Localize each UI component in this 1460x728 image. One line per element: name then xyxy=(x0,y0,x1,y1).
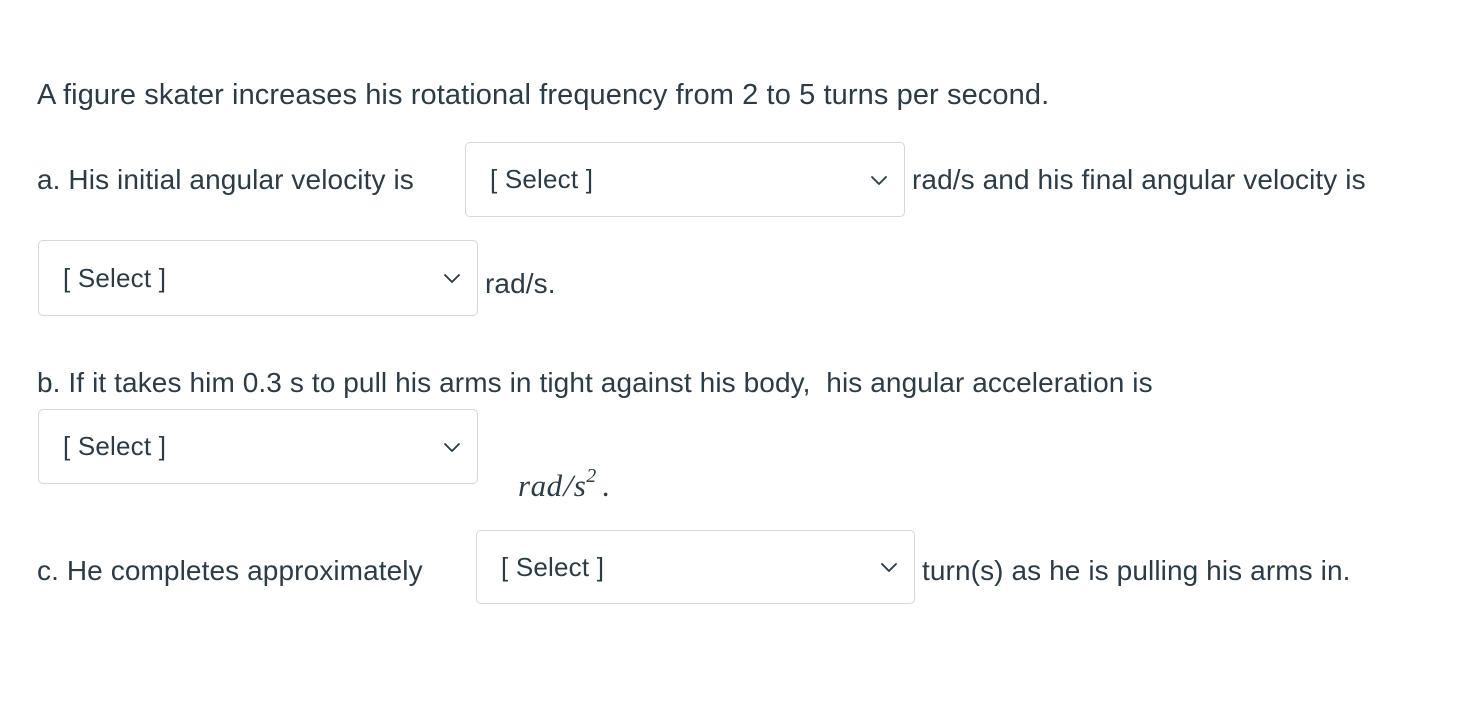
part-c-select-value: [ Select ] xyxy=(501,551,605,582)
math-rad: rad xyxy=(518,468,563,503)
part-c-after-text: turn(s) as he is pulling his arms in. xyxy=(922,555,1351,586)
part-b-text-before: b. If it takes him 0.3 s to pull his arm… xyxy=(37,366,1153,400)
chevron-down-icon xyxy=(878,556,900,578)
part-a-text-before: a. His initial angular velocity is xyxy=(37,163,414,197)
part-a-select-final-value: [ Select ] xyxy=(63,262,167,293)
math-exponent: 2 xyxy=(586,464,597,487)
part-b-units-math: rad/s2. xyxy=(485,432,610,540)
chevron-down-icon xyxy=(441,436,463,458)
math-period: . xyxy=(601,468,611,503)
math-seconds: s xyxy=(573,468,587,503)
part-a-middle-text: rad/s and his final angular velocity is xyxy=(912,164,1366,195)
part-a-text-middle: rad/s and his final angular velocity is xyxy=(912,163,1366,197)
part-c-select-turns[interactable]: [ Select ] xyxy=(476,530,915,604)
part-a-label-text: a. His initial angular velocity is xyxy=(37,164,414,195)
question-prompt: A figure skater increases his rotational… xyxy=(37,78,1049,112)
part-c-text-before: c. He completes approximately xyxy=(37,554,423,588)
part-c-text-after: turn(s) as he is pulling his arms in. xyxy=(922,554,1351,588)
part-b-select-value: [ Select ] xyxy=(63,431,167,461)
chevron-down-icon xyxy=(868,169,890,191)
part-c-label-text: c. He completes approximately xyxy=(37,555,423,586)
part-a-select-final-angular-velocity[interactable]: [ Select ] xyxy=(38,240,478,316)
question-prompt-text: A figure skater increases his rotational… xyxy=(37,79,1050,111)
part-a-select-initial-value: [ Select ] xyxy=(490,164,594,194)
part-b-label-text: b. If it takes him 0.3 s to pull his arm… xyxy=(37,367,1153,398)
math-slash: / xyxy=(562,468,574,503)
chevron-down-icon xyxy=(441,267,463,289)
part-b-select-angular-acceleration[interactable]: [ Select ] xyxy=(38,409,478,484)
part-a-select-initial-angular-velocity[interactable]: [ Select ] xyxy=(465,142,905,217)
part-a-text-after: rad/s. xyxy=(485,267,556,301)
part-a-after-text: rad/s. xyxy=(485,268,556,299)
